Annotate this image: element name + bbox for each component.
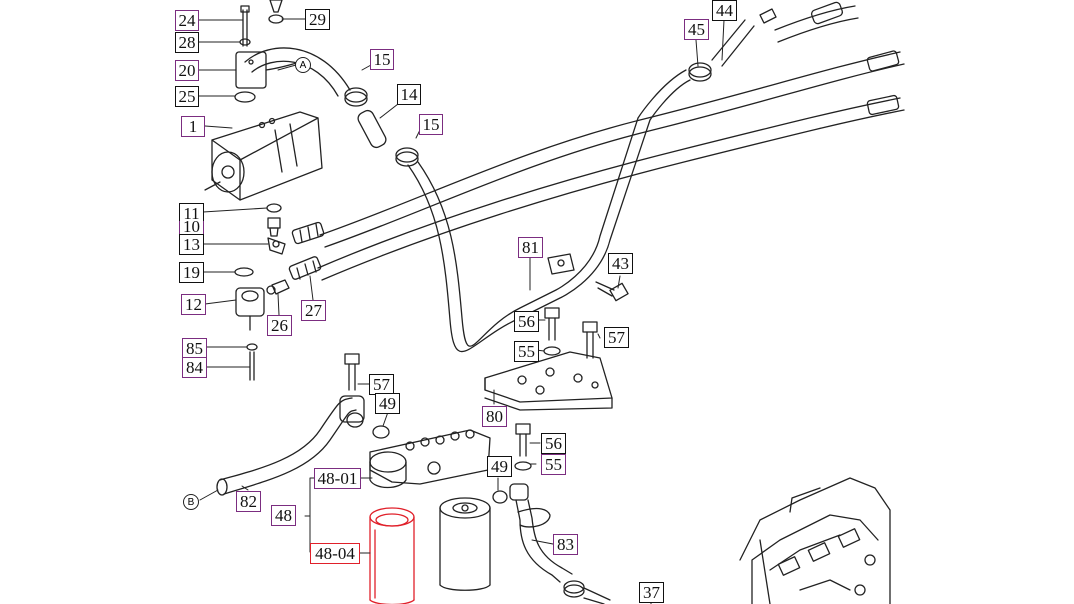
part-label-84[interactable]: 84 xyxy=(182,357,207,378)
o-ring-49-upper xyxy=(372,425,390,439)
bolt-57-lower xyxy=(344,353,360,391)
bolt-56-upper xyxy=(544,307,560,341)
part-label-44[interactable]: 44 xyxy=(712,0,737,21)
long-hose-lower xyxy=(317,97,905,281)
spin-on-filter xyxy=(439,497,491,591)
part-label-24[interactable]: 24 xyxy=(175,10,199,31)
return-pipe xyxy=(244,47,691,353)
suction-hose-82 xyxy=(216,395,365,496)
block-12 xyxy=(235,287,265,331)
part-label-83[interactable]: 83 xyxy=(553,534,578,555)
part-label-80[interactable]: 80 xyxy=(482,406,507,427)
part-label-48-01[interactable]: 48-01 xyxy=(314,468,361,489)
part-label-55-upper[interactable]: 55 xyxy=(514,341,539,362)
part-label-43[interactable]: 43 xyxy=(608,253,633,274)
part-label-19[interactable]: 19 xyxy=(179,262,204,283)
part-label-55-lower[interactable]: 55 xyxy=(541,454,566,475)
adapter-block-20 xyxy=(235,51,301,89)
pipe-83 xyxy=(509,483,611,604)
part-label-25[interactable]: 25 xyxy=(175,86,199,107)
part-label-48[interactable]: 48 xyxy=(271,505,296,526)
part-label-56-upper[interactable]: 56 xyxy=(514,311,539,332)
bolt-43 xyxy=(595,281,629,302)
elbow-fitting-26 xyxy=(266,279,290,295)
hose-clamp-45 xyxy=(688,62,712,82)
o-ring-19 xyxy=(234,267,254,277)
connection-callout-a[interactable]: A xyxy=(295,57,311,73)
bolt-56-lower xyxy=(515,423,531,457)
part-label-26[interactable]: 26 xyxy=(267,315,292,336)
connection-callout-b[interactable]: B xyxy=(183,494,199,510)
part-label-28[interactable]: 28 xyxy=(175,32,199,53)
washer-55-lower xyxy=(514,461,532,471)
part-label-56-lower[interactable]: 56 xyxy=(541,433,566,454)
bolt-24 xyxy=(240,5,250,47)
part-label-29[interactable]: 29 xyxy=(305,9,330,30)
part-label-82[interactable]: 82 xyxy=(236,491,261,512)
filter-cartridge-red xyxy=(369,507,415,604)
washer-28 xyxy=(239,38,251,46)
o-ring-49-lower xyxy=(492,490,508,504)
bracket-plate-80 xyxy=(484,351,613,411)
hose-clamp-15-lower xyxy=(395,147,419,167)
part-label-15-lower[interactable]: 15 xyxy=(419,114,443,135)
filter-head xyxy=(369,429,491,489)
part-label-49-lower[interactable]: 49 xyxy=(487,456,512,477)
part-label-20[interactable]: 20 xyxy=(175,60,199,81)
long-hose-upper xyxy=(319,51,905,248)
part-label-10[interactable]: 10 xyxy=(179,218,204,235)
part-label-45[interactable]: 45 xyxy=(684,19,709,40)
washer-55-upper xyxy=(543,346,561,356)
part-label-57-lower[interactable]: 57 xyxy=(369,374,394,395)
hose-fitting-lower xyxy=(288,256,322,280)
part-label-37[interactable]: 37 xyxy=(639,582,664,603)
o-ring-29 xyxy=(268,14,284,24)
hose-fitting-upper xyxy=(291,221,325,245)
part-label-12[interactable]: 12 xyxy=(181,294,206,315)
o-ring-11 xyxy=(266,203,282,213)
hose-ends-right xyxy=(866,50,900,116)
hose-44 xyxy=(711,1,859,67)
part-label-49-upper[interactable]: 49 xyxy=(375,393,400,414)
part-label-81[interactable]: 81 xyxy=(518,237,543,258)
bolt-57-upper xyxy=(582,321,598,359)
o-ring-25 xyxy=(234,91,256,103)
washer-85 xyxy=(246,343,258,351)
hydraulic-pump xyxy=(204,111,323,201)
nipple-10 xyxy=(267,217,281,237)
fitting-29-top xyxy=(269,0,283,13)
part-label-27[interactable]: 27 xyxy=(301,300,326,321)
hose-clamp-15-upper xyxy=(344,87,368,107)
part-label-48-04[interactable]: 48-04 xyxy=(310,543,360,564)
part-label-57-upper[interactable]: 57 xyxy=(604,327,629,348)
elbow-13 xyxy=(267,237,286,255)
part-label-85[interactable]: 85 xyxy=(182,338,207,359)
part-label-13[interactable]: 13 xyxy=(179,234,204,255)
part-label-14[interactable]: 14 xyxy=(397,84,421,105)
part-label-1[interactable]: 1 xyxy=(181,116,205,137)
bolt-84 xyxy=(249,351,255,381)
part-label-15-upper[interactable]: 15 xyxy=(370,49,394,70)
engine-block xyxy=(739,477,891,604)
